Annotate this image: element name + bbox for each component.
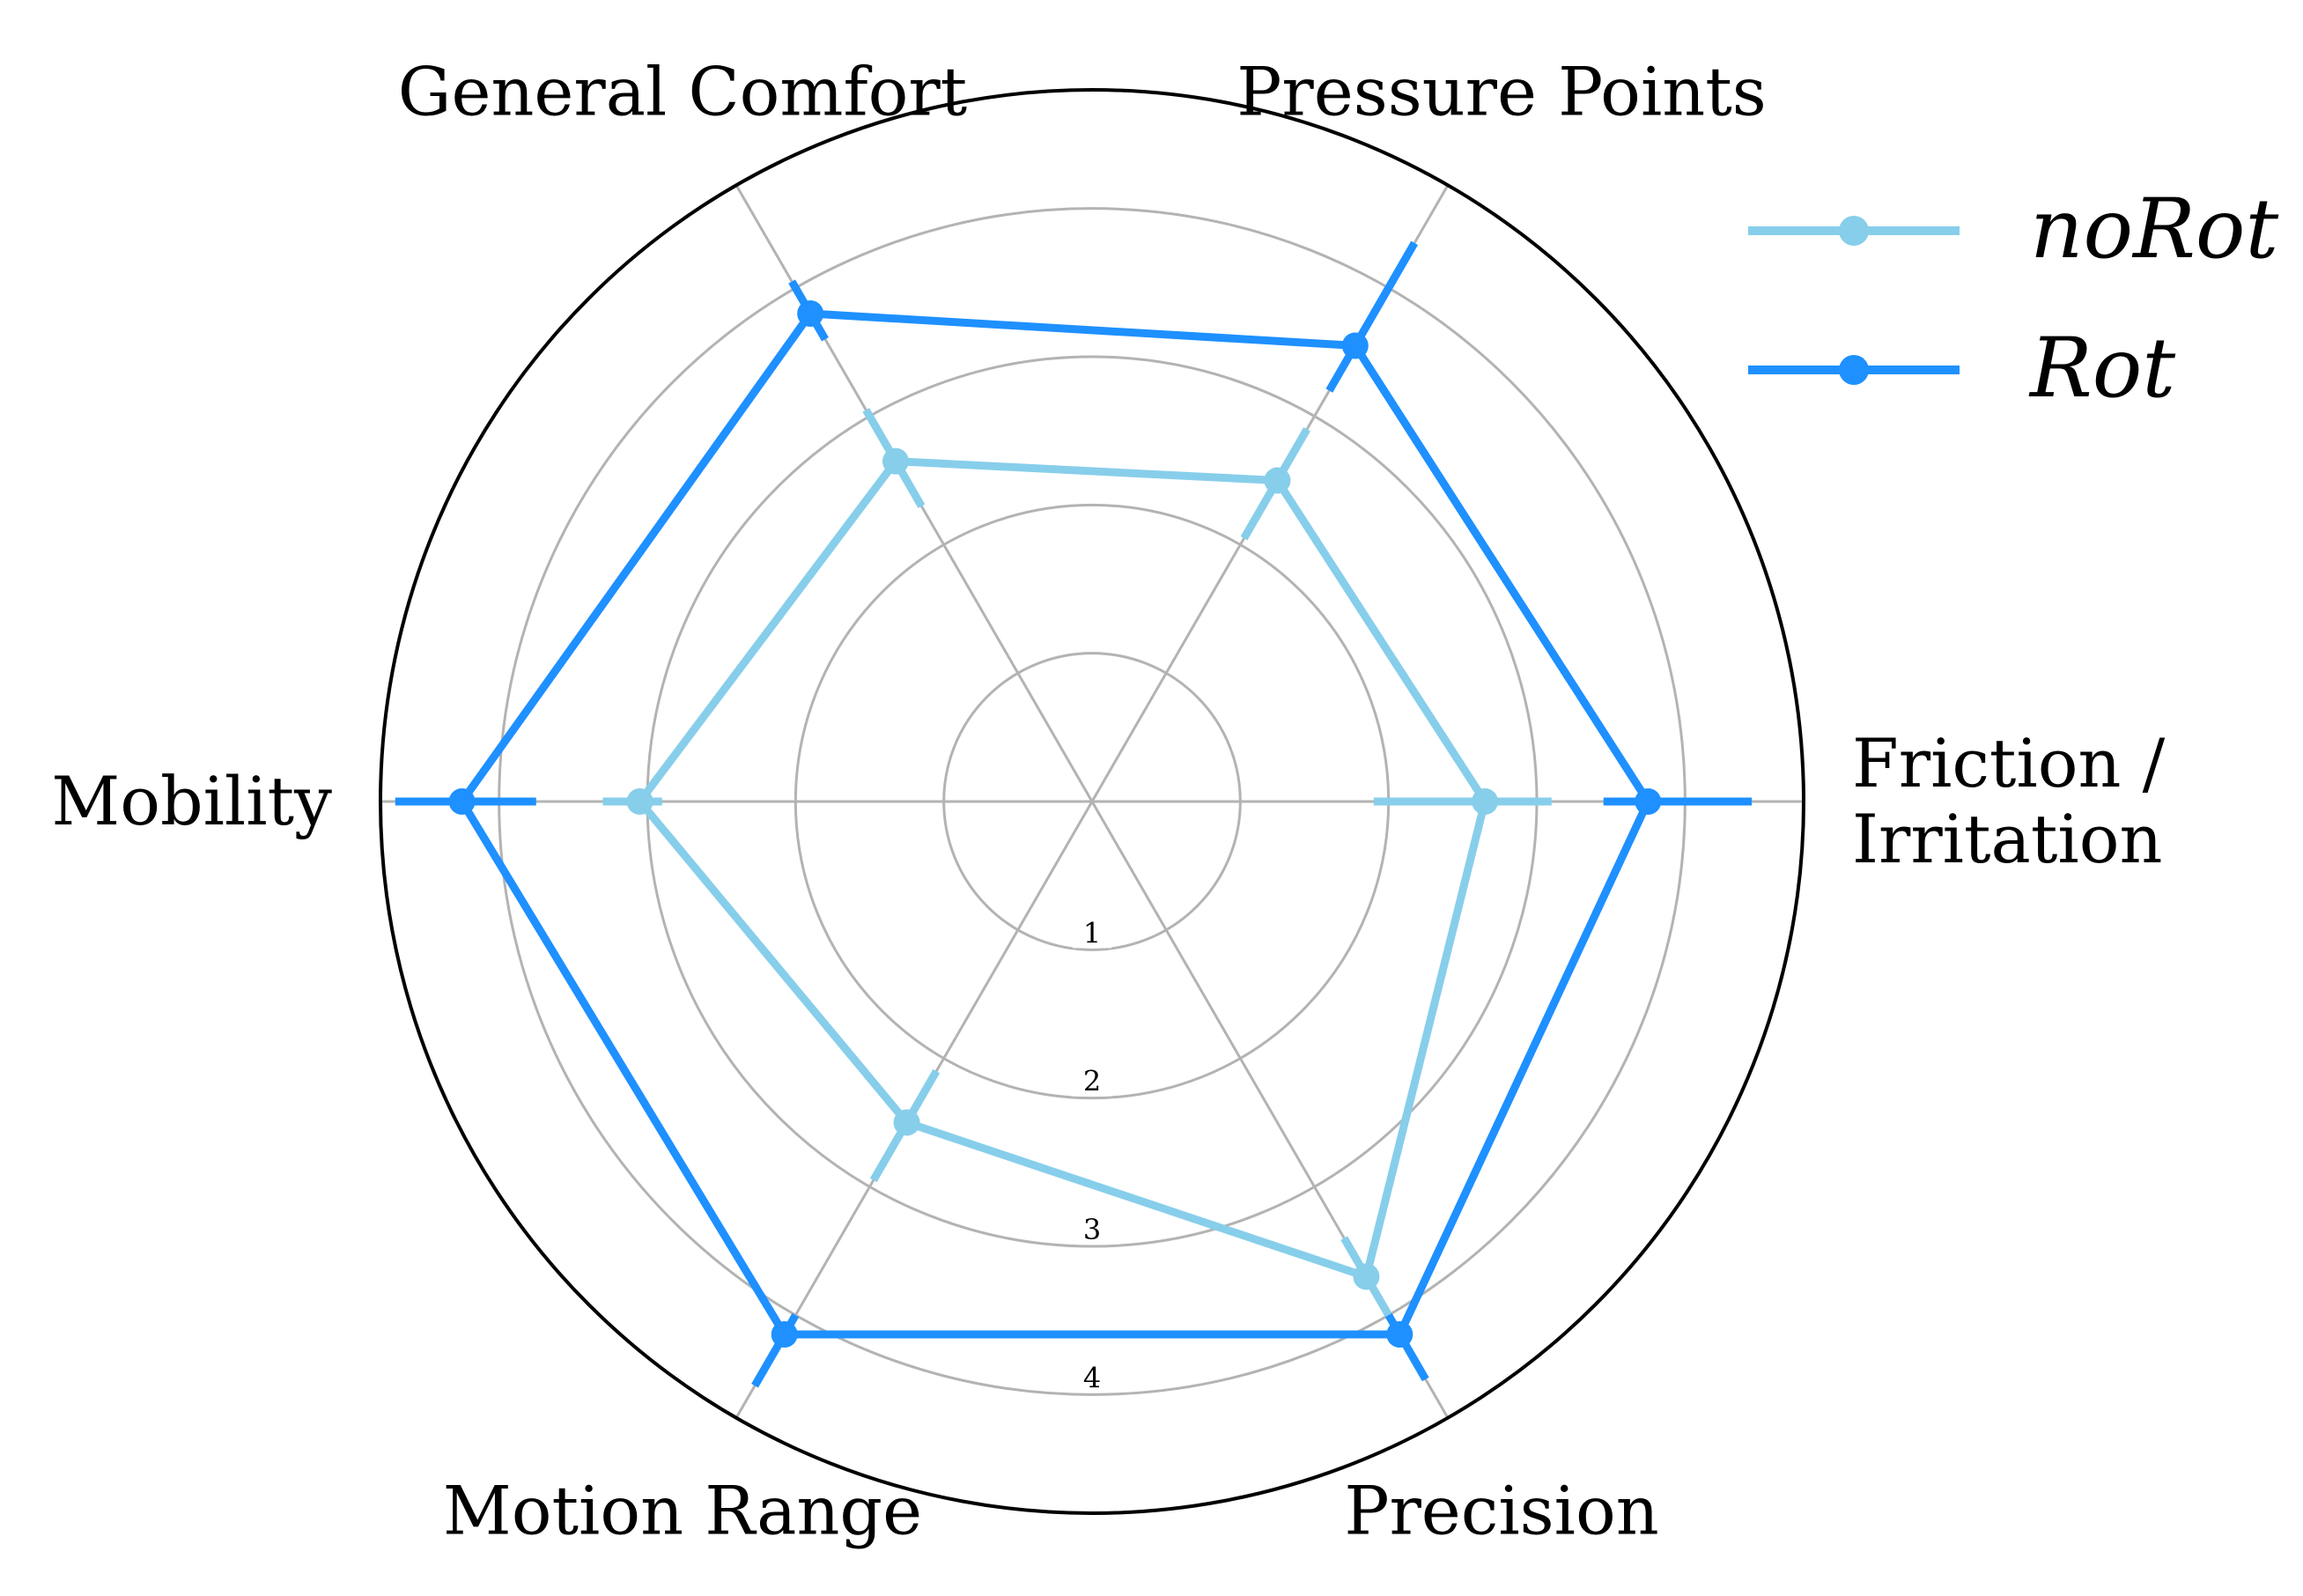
legend-item-rot: Rot [1748, 321, 2175, 417]
tick-label-bg-4 [1073, 1361, 1111, 1393]
marker-rot-general-comfort [797, 300, 824, 328]
marker-rot-motion-range [771, 1320, 798, 1348]
marker-norot-general-comfort [882, 447, 909, 475]
outer-circle [379, 88, 1805, 1515]
legend-label-rot: Rot [2028, 321, 2175, 417]
series-line-norot [636, 457, 1489, 1281]
marker-norot-mobility [626, 788, 653, 815]
tick-label-2: 2 [1083, 1065, 1101, 1098]
series-norot [602, 408, 1552, 1318]
tick-label-bg-2 [1073, 1064, 1111, 1097]
marker-rot-mobility [448, 788, 476, 815]
marker-norot-motion-range [893, 1109, 920, 1136]
marker-rot-friction-irritation [1635, 788, 1662, 815]
marker-rot-precision [1386, 1320, 1414, 1348]
axis-label-pressure-points: Pressure Points [1236, 53, 1766, 131]
legend-marker-rot [1839, 355, 1869, 385]
error-bar-rot-pressure-points [1325, 240, 1419, 393]
tick-label-4: 4 [1083, 1361, 1101, 1394]
axis-label-mobility: Mobility [51, 762, 332, 840]
marker-rot-pressure-points [1341, 332, 1369, 359]
axis-label-general-comfort: General Comfort [398, 53, 967, 131]
radial-tick-labels: 1 2 3 4 [1073, 916, 1111, 1394]
legend-marker-norot [1839, 216, 1869, 246]
tick-label-3: 3 [1083, 1213, 1101, 1246]
tick-label-bg-1 [1073, 916, 1111, 949]
axis-label-precision: Precision [1344, 1471, 1658, 1549]
tick-label-bg-3 [1073, 1213, 1111, 1245]
marker-norot-precision [1353, 1263, 1380, 1290]
tick-label-1: 1 [1083, 916, 1101, 949]
legend-label-norot: noRot [2030, 181, 2279, 277]
axis-label-motion-range: Motion Range [443, 1471, 922, 1549]
legend-item-norot: noRot [1748, 181, 2279, 277]
series-rot [395, 240, 1753, 1388]
marker-norot-pressure-points [1264, 467, 1291, 494]
outer-circle [379, 88, 1805, 1515]
axis-label-friction-irritation: Friction /Irritation [1852, 724, 2166, 878]
marker-norot-friction-irritation [1472, 788, 1499, 815]
data-series [395, 240, 1753, 1388]
